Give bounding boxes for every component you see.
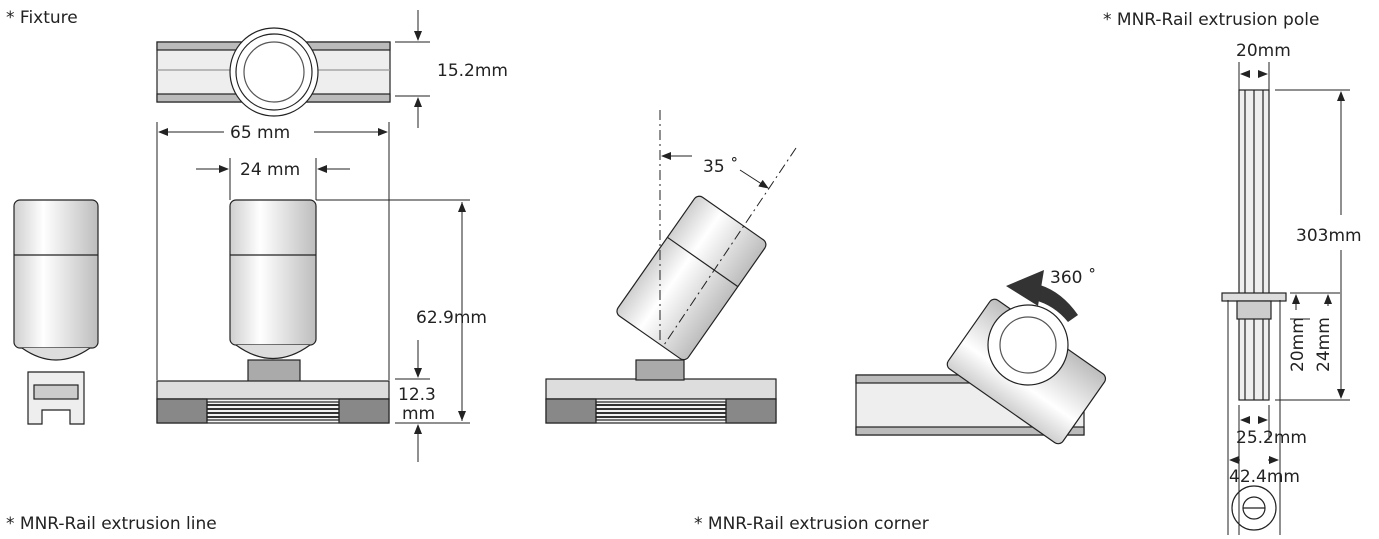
rotation-arrow bbox=[1034, 285, 1078, 322]
dim-body-width bbox=[196, 158, 350, 200]
caption-corner: * MNR-Rail extrusion corner bbox=[694, 514, 929, 534]
dim-base-height bbox=[395, 340, 430, 462]
label-height: 62.9mm bbox=[416, 308, 487, 328]
label-width: 65 mm bbox=[230, 123, 290, 143]
dim-tilt-angle bbox=[659, 110, 797, 346]
fixture-side-view bbox=[13, 199, 99, 425]
label-base-height-2: mm bbox=[402, 404, 435, 424]
dim-top-thickness bbox=[395, 10, 430, 128]
label-pole-424: 42.4mm bbox=[1229, 467, 1300, 487]
fixture-tilted-view bbox=[545, 195, 777, 424]
label-pole-252: 25.2mm bbox=[1236, 428, 1307, 448]
label-top-thickness: 15.2mm bbox=[437, 61, 508, 81]
label-pole-24: 24mm bbox=[1314, 317, 1334, 372]
rotation-arrowhead bbox=[1006, 270, 1044, 306]
caption-fixture: * Fixture bbox=[6, 8, 78, 28]
label-pole-width: 20mm bbox=[1236, 41, 1291, 61]
dim-pole bbox=[1227, 62, 1350, 535]
fixture-rotated-view bbox=[855, 298, 1107, 445]
fixture-top-view bbox=[156, 27, 391, 117]
pole-drawing bbox=[1221, 89, 1287, 531]
label-base-height-1: 12.3 bbox=[398, 385, 436, 405]
dim-height bbox=[316, 199, 470, 424]
label-body-width: 24 mm bbox=[240, 160, 300, 180]
dim-width bbox=[156, 122, 390, 380]
label-tilt-angle: 35 ˚ bbox=[703, 156, 739, 177]
label-pole-20: 20mm bbox=[1288, 317, 1308, 372]
caption-line: * MNR-Rail extrusion line bbox=[6, 514, 217, 534]
caption-pole: * MNR-Rail extrusion pole bbox=[1103, 10, 1320, 30]
label-rotation-angle: 360 ˚ bbox=[1050, 267, 1096, 288]
label-pole-length: 303mm bbox=[1296, 226, 1362, 246]
fixture-front-view bbox=[156, 199, 390, 424]
